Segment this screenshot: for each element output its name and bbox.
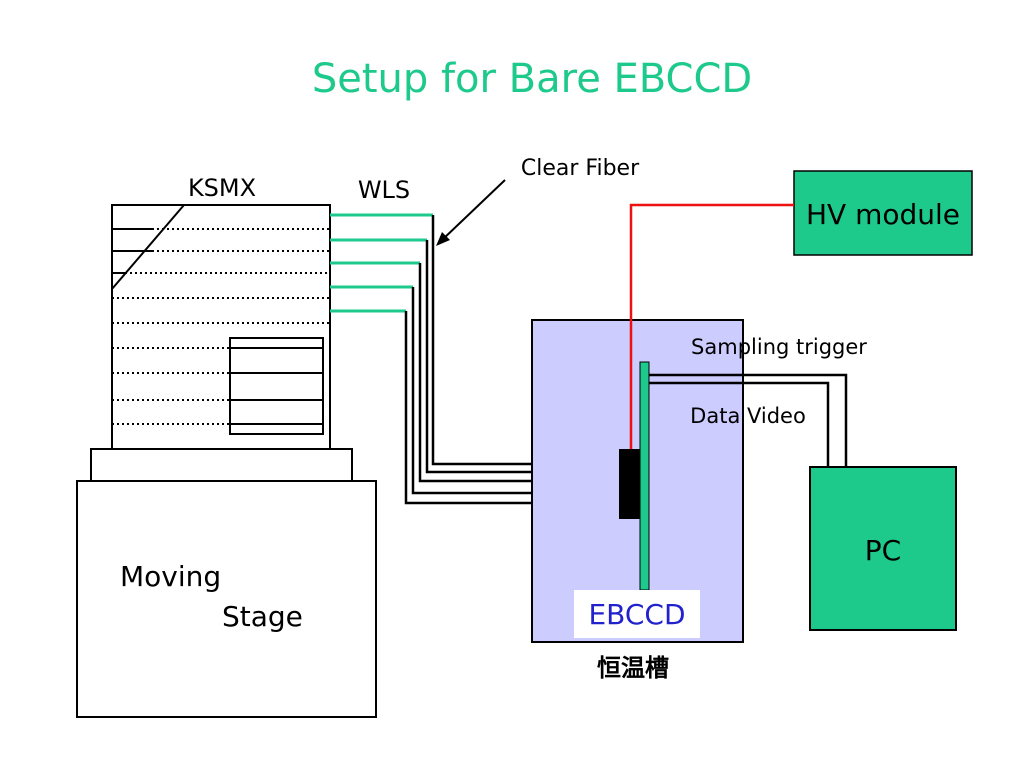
ksmx-label: KSMX <box>188 174 256 202</box>
ebccd-label: EBCCD <box>588 598 685 631</box>
arrow-head-icon <box>436 232 450 246</box>
stage-top-plate <box>90 448 353 482</box>
thermostat-label: 恒温槽 <box>597 654 669 682</box>
hv-module-box <box>793 170 973 256</box>
stage-label: Stage <box>222 600 303 633</box>
clear-fiber-arrow <box>440 179 506 242</box>
hv-module-label: HV module <box>806 198 960 231</box>
pc-label: PC <box>865 534 901 567</box>
moving-stage-base <box>76 480 377 718</box>
fiber-connector <box>619 449 640 519</box>
inner-box <box>229 337 324 435</box>
data-video-label: Data Video <box>690 404 806 428</box>
page-title: Setup for Bare EBCCD <box>312 56 752 102</box>
clear-fiber-label: Clear Fiber <box>521 156 640 181</box>
ebccd-label-bg <box>574 590 700 638</box>
ksmx-block <box>111 204 331 450</box>
ebccd-board <box>639 361 650 591</box>
pc-box <box>809 466 957 631</box>
wls-label: WLS <box>358 176 410 204</box>
moving-label: Moving <box>120 560 221 593</box>
diagonal-line <box>111 204 185 290</box>
wls-fibers <box>330 213 433 313</box>
signal-cables <box>648 373 848 467</box>
sampling-trigger-label: Sampling trigger <box>691 335 867 359</box>
hv-cable <box>629 203 794 450</box>
